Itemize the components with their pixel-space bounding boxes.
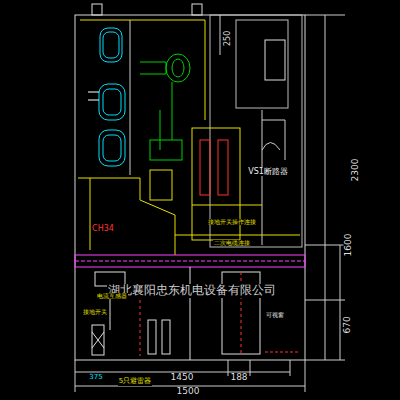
breaker-compartment <box>210 15 302 247</box>
dimension-line <box>220 15 221 55</box>
dimension-label: 5只避雷器 <box>118 378 152 386</box>
dimension-label: 接地开关 <box>82 309 108 316</box>
partition <box>78 178 175 255</box>
breaker-mechanism <box>236 20 288 108</box>
dimension-label: 2300 <box>350 158 360 183</box>
dimension-label: VS1断路器 <box>247 168 289 177</box>
conductor <box>172 82 173 140</box>
partition <box>130 20 131 175</box>
wire <box>88 100 99 101</box>
panel-line <box>262 110 263 245</box>
cable <box>140 300 141 356</box>
shelf <box>192 205 262 206</box>
breaker-contact <box>218 140 228 195</box>
dimension-label: 1600 <box>343 233 353 258</box>
busbar <box>103 32 119 58</box>
dimension-label: 188 <box>229 373 248 383</box>
dimension-label: 可视窗 <box>265 312 285 319</box>
insulator <box>166 54 190 82</box>
dimension-label: 电流互感器 <box>96 293 128 300</box>
handle <box>262 143 280 151</box>
busbar <box>103 135 121 161</box>
hatch <box>92 332 104 348</box>
ground-bar <box>265 352 298 353</box>
bracket <box>150 170 172 200</box>
dimension-label: 1450 <box>170 373 195 383</box>
partition <box>90 178 91 250</box>
partition <box>80 20 205 120</box>
conductor <box>160 110 161 150</box>
dimension-label: 二次电缆连接 <box>213 240 251 247</box>
dimension-line <box>325 15 326 360</box>
dimension-label: 1500 <box>176 387 201 397</box>
busbar <box>100 28 122 62</box>
contact-arm <box>140 62 166 74</box>
breaker-pole <box>265 40 285 80</box>
dimension-label: 250 <box>225 29 234 46</box>
dimension-tick <box>305 15 345 360</box>
busbar <box>99 130 125 166</box>
contact-box <box>150 140 182 160</box>
hatch <box>92 332 104 348</box>
busbar <box>99 84 125 120</box>
dimension-label: CH34 <box>91 225 115 234</box>
partition <box>190 267 191 360</box>
busbar-band <box>75 255 305 267</box>
busbar <box>103 89 121 115</box>
busbar-band <box>75 261 305 262</box>
cabinet-outline <box>75 15 305 360</box>
wire <box>88 92 99 93</box>
lifting-eye <box>192 4 202 15</box>
lifting-eye <box>92 4 102 15</box>
dimension-label: 接地开关操作连接 <box>207 219 257 226</box>
shelf <box>175 235 300 236</box>
insulator <box>172 59 184 77</box>
dimension-label: 670 <box>343 315 353 334</box>
breaker-contact <box>200 140 210 195</box>
dimension-line <box>340 245 341 360</box>
handle <box>262 120 285 160</box>
surge-arrester <box>92 320 170 355</box>
watermark: 湖北襄阳忠东机电设备有限公司 <box>107 284 277 297</box>
dimension-label: 375 <box>88 374 103 382</box>
